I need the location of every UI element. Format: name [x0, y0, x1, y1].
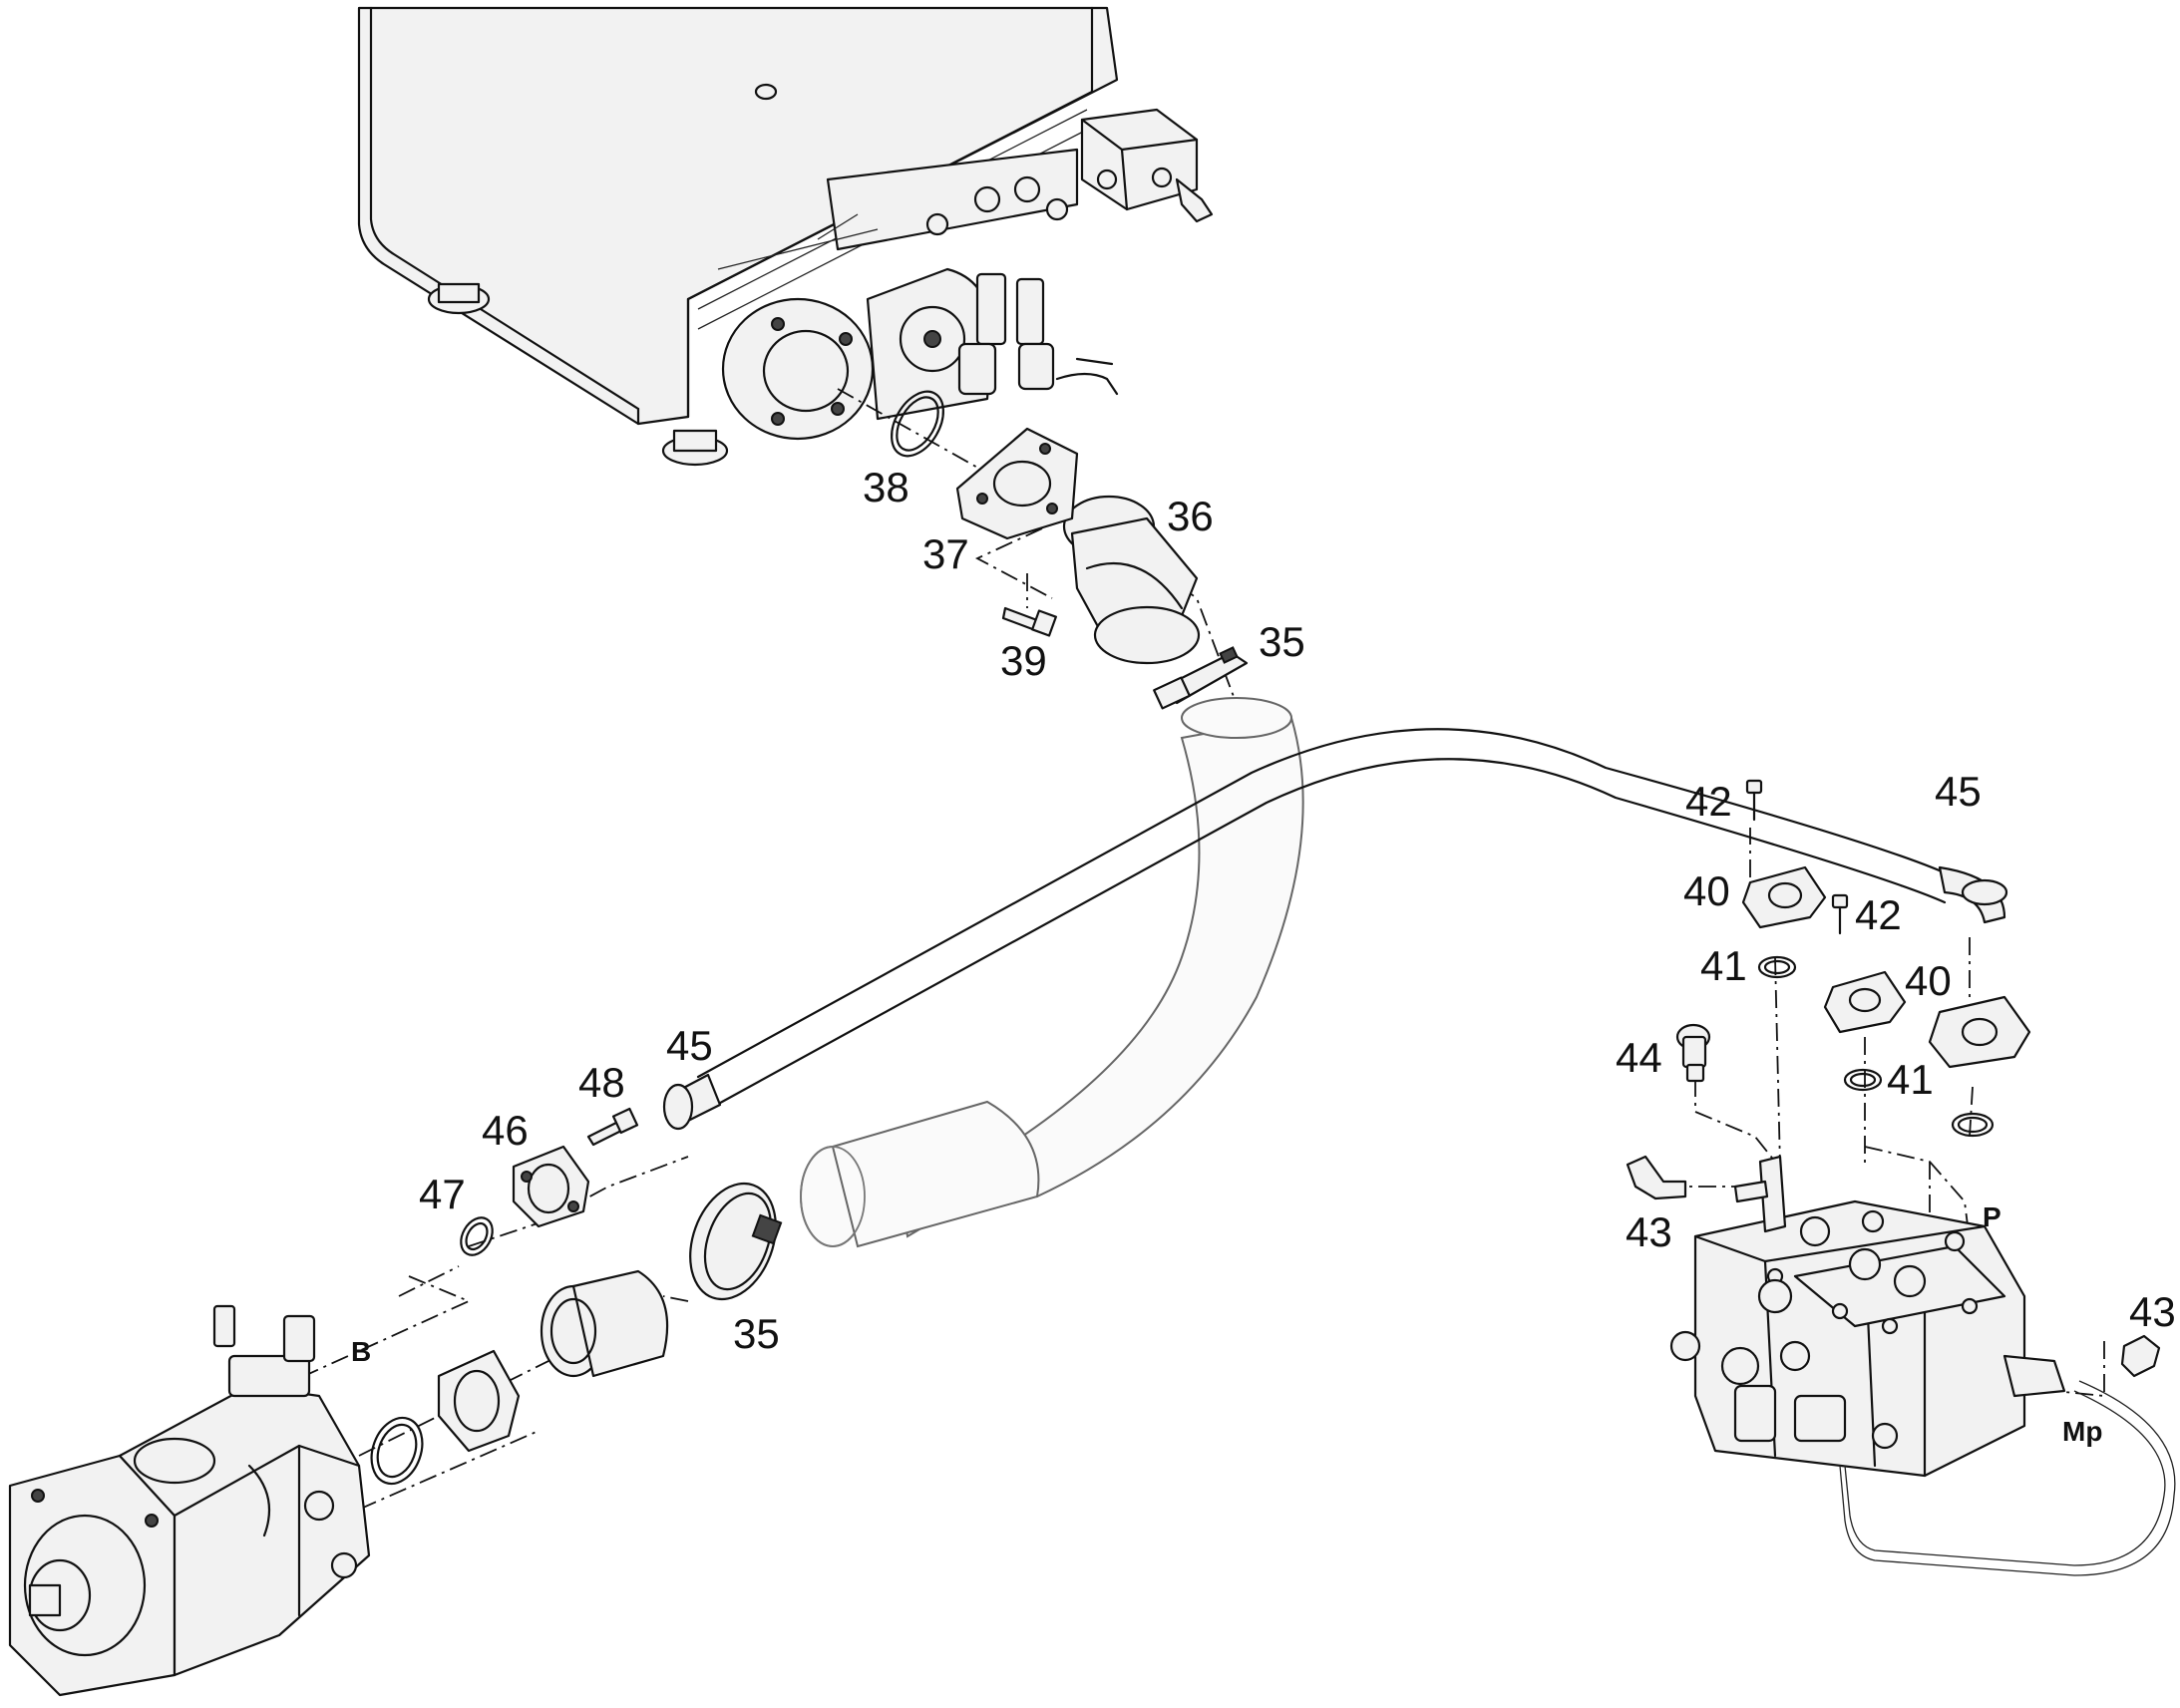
suction-hose-ghost — [800, 697, 1304, 1248]
bolt-42-upper — [1745, 779, 1763, 822]
callout-40: 40 — [1905, 957, 1952, 1004]
callout-42: 42 — [1855, 891, 1902, 938]
port-label-b: B — [351, 1336, 371, 1367]
callout-47: 47 — [419, 1171, 466, 1217]
o-ring-38 — [891, 390, 944, 458]
o-ring-41-lower — [1843, 1068, 1883, 1092]
elbow-43-left — [1626, 1155, 1687, 1200]
adapter-44 — [1675, 1023, 1711, 1083]
callout-42: 42 — [1685, 778, 1732, 825]
callout-36: 36 — [1167, 493, 1214, 539]
callout-45: 45 — [666, 1022, 713, 1069]
elbow-fitting-36 — [1062, 495, 1201, 665]
suction-flange — [437, 1349, 521, 1453]
callout-35: 35 — [733, 1310, 780, 1357]
callout-39: 39 — [1000, 637, 1047, 684]
flange-right — [1928, 995, 2031, 1069]
split-flange-46 — [512, 1145, 590, 1228]
port-label-mp: Mp — [2062, 1416, 2102, 1447]
hose-clamp-35-top — [1153, 646, 1249, 710]
hydraulic-pump — [8, 1304, 371, 1697]
o-ring-right — [1951, 1112, 1995, 1138]
callout-41: 41 — [1887, 1056, 1934, 1103]
elbow-43-right — [2120, 1334, 2161, 1378]
callout-48: 48 — [578, 1059, 625, 1106]
callout-37: 37 — [922, 530, 969, 577]
bolt-48 — [586, 1107, 639, 1147]
callout-40: 40 — [1683, 867, 1730, 914]
bolt-42-lower — [1831, 893, 1849, 935]
split-flange-37 — [955, 427, 1079, 540]
callout-labels: 35 35 36 37 38 39 40 40 41 41 42 42 43 4… — [351, 464, 2176, 1447]
suction-o-ring — [370, 1416, 424, 1486]
pressure-hose-45 — [662, 728, 2008, 1131]
hydraulic-tank-assembly — [357, 6, 1214, 467]
o-ring-47 — [460, 1216, 494, 1256]
port-label-p: P — [1983, 1201, 2001, 1232]
callout-43: 43 — [2129, 1288, 2176, 1335]
callout-35: 35 — [1259, 618, 1305, 665]
suction-elbow-fitting — [540, 1269, 669, 1378]
flange-40-lower — [1823, 970, 1907, 1034]
callout-38: 38 — [863, 464, 909, 511]
callout-43: 43 — [1626, 1208, 1672, 1255]
flange-40-upper — [1741, 865, 1827, 929]
bolt-39 — [1001, 606, 1057, 637]
o-ring-41-upper — [1757, 955, 1797, 979]
callout-46: 46 — [482, 1107, 529, 1154]
callout-44: 44 — [1616, 1034, 1662, 1081]
control-valve-block — [1669, 1155, 2176, 1576]
hose-clamp-35-bottom — [689, 1182, 783, 1301]
callout-45: 45 — [1935, 768, 1982, 815]
callout-41: 41 — [1700, 942, 1747, 989]
